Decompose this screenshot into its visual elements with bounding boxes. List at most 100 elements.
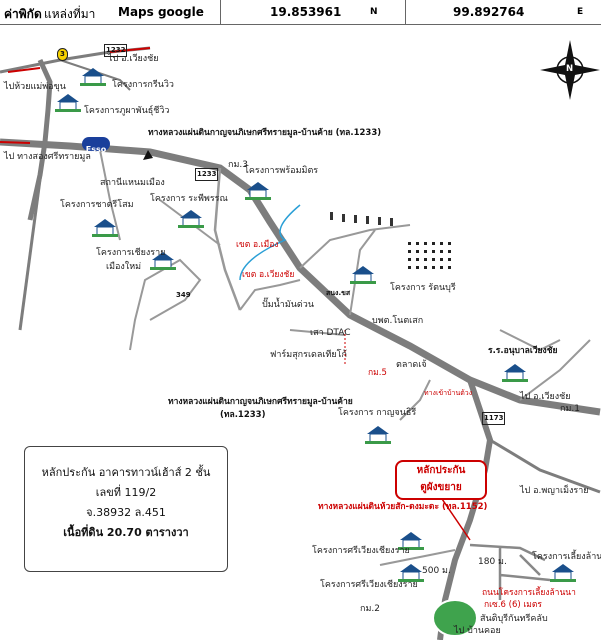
to-bankoi: ไป บ้านคอย	[454, 626, 501, 636]
lon-value: 99.892764	[453, 5, 525, 19]
esso-logo: Esso	[82, 137, 110, 154]
to-mae-kon: ไปห้วยแม่พ่อขุน	[4, 82, 66, 92]
house-icon	[550, 562, 576, 582]
place-sriwiang-1: โครงการศรีเวียงเชียงราย	[312, 546, 410, 556]
esso-label: Esso	[85, 145, 107, 154]
place-house-tiew: ทางเข้าบ้านต้วง	[424, 389, 473, 397]
coord-label: ค่าพิกัด	[4, 7, 42, 21]
to-phaya: ไป อ.พญาเม็งราย	[520, 486, 589, 496]
place-chiangrai-mai-2: เมืองใหม่	[106, 262, 142, 272]
dist-180: 180 ม.	[478, 557, 507, 567]
road-code-1232: 1232	[104, 44, 128, 57]
road-east-upper	[499, 329, 561, 352]
place-tawan: ตลาดเจ้	[396, 360, 427, 370]
place-punn: ปั๊มน้ำมันด่วน	[262, 300, 314, 310]
house-icon	[92, 217, 118, 237]
collateral-target-box: หลักประกัน ตูผังขยาย	[395, 460, 487, 500]
house-icon	[365, 424, 391, 444]
place-sriwiang-2: โครงการศรีเวียงเชียงราย	[320, 580, 418, 590]
house-icon	[245, 180, 271, 200]
hwy-south-label: ทางหลวงแผ่นดินกาญจนภิเษกศรีทรายมูล-บ้านค…	[168, 397, 353, 407]
lat-dir: N	[370, 7, 378, 17]
road-code-349: 349	[176, 291, 191, 299]
place-ptt: สนง.ขส	[326, 289, 351, 297]
house-icon	[150, 250, 176, 270]
target-line-1: หลักประกัน	[416, 465, 466, 476]
alley-label: ถนนโครงการเลี้ยงล้านนา	[482, 588, 576, 598]
road-code-1233: 1233	[195, 168, 219, 181]
road-west-south	[18, 141, 47, 331]
hwy-1152-label: ทางหลวงแผ่นดินห้วยสัก-ดงมะดะ (ทล.1152)	[318, 502, 488, 512]
dist-500: 500 ม.	[422, 566, 451, 576]
river	[239, 204, 301, 281]
alley-estate	[469, 543, 551, 600]
place-farm: ฟาร์มสุกรเดลเทียโก้	[270, 350, 347, 360]
source-value: Maps google	[118, 5, 204, 19]
place-phrommit: โครงการพร้อมมิตร	[244, 166, 319, 176]
place-label: แหล่งที่มา	[44, 7, 96, 21]
place-lanna: โครงการเลี้ยงล้านนา	[532, 552, 601, 562]
place-kanchanathiri: โครงการ กาญจนธิรี	[338, 408, 417, 418]
house-icon	[350, 264, 376, 284]
to-wiangchai-right: ไป อ.เวียงชัย	[520, 392, 571, 402]
place-gas-station: สถานีแหนมเมือง	[100, 178, 165, 188]
compass-rose-icon	[540, 40, 600, 100]
golf-field	[432, 599, 478, 637]
legend-line-3: จ.38932 ล.451	[86, 506, 166, 519]
lon-dir: E	[577, 7, 584, 17]
place-bor: บพต.โนตเสก	[372, 316, 424, 326]
house-icon	[55, 92, 81, 112]
arrow-north-west	[7, 67, 41, 73]
house-icon	[502, 362, 528, 382]
road-east-branch	[519, 339, 591, 401]
hwy-arrow	[143, 150, 153, 160]
road-side-3	[159, 199, 221, 246]
legend-line-2: เลขที่ 119/2	[95, 486, 157, 499]
house-icon	[398, 562, 424, 582]
km3-label: กม.3	[228, 160, 248, 170]
road-side-2	[213, 167, 242, 311]
tree-row	[330, 212, 393, 226]
place-rattanaburi: โครงการ รัตนบุรี	[390, 283, 456, 293]
house-icon	[178, 208, 204, 228]
road-code-3: 3	[57, 48, 68, 61]
header-lon-cell: 99.892764 E	[405, 0, 600, 24]
road-side-8	[399, 379, 431, 421]
boundary-muang: เขต อ.เมือง	[236, 240, 279, 250]
road-side-1	[99, 149, 121, 241]
header-bar: ค่าพิกัด แหล่งที่มา Maps google 19.85396…	[0, 0, 601, 25]
place-school: ร.ร.อนุบาลเวียงชัย	[488, 346, 558, 356]
boundary-wiangchai: เขต อ.เวียงชัย	[242, 270, 295, 280]
place-raphiphan: โครงการ ระพีพรรณ	[150, 194, 228, 204]
road-west-estate	[379, 549, 456, 566]
road-side-7	[349, 229, 376, 316]
arrow-north-east	[109, 47, 151, 53]
legend-line-4: เนื้อที่ดิน 20.70 ตารางวา	[63, 526, 189, 539]
target-pointer	[439, 495, 471, 541]
place-temple: สันติบุรีกันทรีคลับ	[480, 614, 548, 624]
arrow-west	[0, 141, 31, 144]
road-loop	[129, 258, 202, 351]
header-lat-cell: 19.853961 N	[220, 0, 406, 24]
road-code-1173: 1173	[482, 412, 506, 425]
road-to-phaya	[489, 438, 601, 494]
km2-label: กม.2	[360, 604, 380, 614]
place-chatsrisom: โครงการชาตรีโสม	[60, 200, 134, 210]
km1-label: กม.1	[560, 404, 580, 414]
target-line-2: ตูผังขยาย	[420, 482, 462, 493]
hwy-north-label: ทางหลวงแผ่นดินกาญจนภิเษกศรีทรายมูล-บ้านค…	[148, 128, 382, 138]
lat-value: 19.853961	[270, 5, 342, 19]
alley-width-label: กเซ.6 (6) เมตร	[484, 600, 542, 610]
legend-line-1: หลักประกัน อาคารทาวน์เฮ้าส์ 2 ชั้น	[41, 466, 211, 479]
hwy-south-code: (ทล.1233)	[220, 410, 266, 420]
road-side-4	[239, 279, 301, 311]
km5-label: กม.5	[368, 368, 387, 378]
road-side-6	[289, 329, 346, 336]
to-saeng: ไป ทางสองศรีทรายมูล	[4, 152, 91, 162]
road-main-hwy	[0, 138, 601, 416]
house-icon	[398, 530, 424, 550]
to-wiangchai-top: ไป อ.เวียงชัย	[108, 54, 159, 64]
road-side-5	[299, 224, 411, 269]
